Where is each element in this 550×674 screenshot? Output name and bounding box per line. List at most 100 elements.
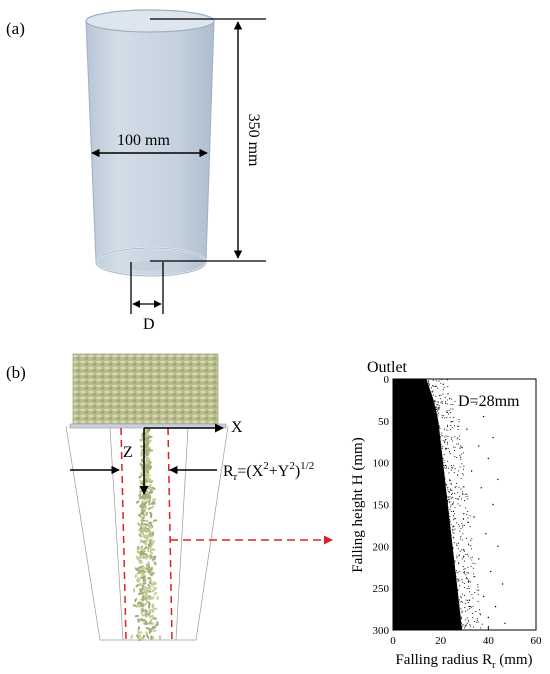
scatter-point: [456, 474, 459, 476]
scatter-point: [437, 404, 439, 406]
particle: [146, 554, 151, 559]
scatter-point: [447, 488, 449, 490]
scatter-point: [458, 421, 460, 423]
particle: [141, 516, 146, 520]
scatter-point: [432, 385, 434, 387]
particle: [147, 498, 151, 502]
scatter-point: [447, 524, 449, 526]
particle: [149, 617, 154, 622]
scatter-point: [446, 508, 448, 510]
particle: [149, 511, 153, 516]
scatter-point: [460, 446, 462, 448]
scatter-point: [459, 627, 461, 629]
x-tick-label: 60: [531, 635, 543, 647]
particle: [148, 581, 153, 585]
scatter-point: [471, 559, 473, 561]
scatter-point: [446, 426, 449, 428]
scatter-point: [443, 464, 445, 466]
scatter-point: [431, 398, 433, 401]
scatter-point: [445, 466, 448, 468]
y-tick-label: 150: [373, 500, 390, 512]
scatter-point: [462, 624, 464, 626]
particle: [147, 499, 151, 504]
scatter-point: [466, 609, 469, 611]
width-label: 100 mm: [117, 132, 170, 149]
plot-annotation: D=28mm: [458, 393, 520, 410]
scatter-point: [458, 620, 460, 622]
scatter-point: [471, 556, 473, 558]
scatter-point: [459, 621, 461, 623]
scatter-point: [454, 400, 456, 402]
scatter-point: [459, 623, 461, 625]
scatter-point: [426, 381, 428, 383]
scatter-point: [461, 473, 464, 475]
scatter-point: [444, 489, 446, 491]
scatter-point: [448, 523, 450, 525]
scatter-point-outlier: [485, 533, 487, 535]
scatter-point: [447, 526, 449, 528]
particle: [139, 637, 144, 641]
particle: [138, 566, 143, 569]
scatter-point: [453, 446, 455, 448]
scatter-point: [450, 547, 452, 549]
granular-packing: [72, 353, 219, 427]
scatter-point: [460, 597, 462, 599]
scatter-point: [464, 493, 466, 495]
scatter-point: [452, 416, 455, 418]
particle: [132, 588, 136, 593]
scatter-point: [442, 465, 444, 467]
particle: [138, 496, 143, 500]
scatter-point: [479, 613, 481, 615]
scatter-point: [456, 599, 458, 601]
scatter-point: [456, 600, 458, 602]
scatter-point: [464, 560, 466, 562]
particle: [142, 597, 145, 602]
scatter-point: [439, 437, 441, 439]
scatter-point: [444, 494, 446, 496]
scatter-point: [465, 537, 467, 539]
scatter-point: [455, 486, 457, 488]
scatter-point: [445, 447, 447, 449]
scatter-point: [459, 438, 461, 440]
scatter-point: [440, 394, 442, 396]
particle: [140, 602, 145, 606]
scatter-point: [474, 591, 476, 594]
particle: [134, 573, 138, 579]
scatter-point: [460, 498, 463, 500]
scatter-point: [431, 396, 433, 398]
scatter-point: [459, 447, 461, 449]
scatter-point: [477, 593, 479, 596]
scatter-point: [462, 625, 464, 627]
particle: [140, 551, 145, 555]
scatter-point: [444, 501, 447, 503]
particle: [138, 533, 142, 538]
scatter-point-outlier: [466, 428, 468, 430]
scatter-point: [449, 537, 451, 539]
scatter-point: [461, 610, 463, 612]
scatter-point: [455, 518, 457, 520]
scatter-point: [439, 440, 441, 442]
scatter-point: [442, 479, 444, 481]
scatter-point: [444, 483, 446, 485]
scatter-point: [432, 409, 435, 411]
scatter-point: [459, 601, 461, 603]
scatter-point: [467, 602, 469, 604]
particle: [151, 582, 154, 587]
scatter-point: [455, 575, 457, 577]
scatter-point: [434, 406, 436, 408]
scatter-point: [477, 584, 479, 586]
scatter-point: [449, 479, 452, 481]
scatter-point: [457, 572, 459, 574]
scatter-point: [462, 556, 464, 558]
scatter-point: [441, 414, 443, 416]
scatter-point-outlier: [478, 558, 480, 560]
scatter-point: [453, 542, 455, 544]
scatter-point: [438, 444, 440, 446]
scatter-point: [462, 526, 464, 528]
scatter-point: [470, 545, 472, 547]
scatter-point: [444, 401, 447, 403]
domain-outline: [65, 425, 229, 641]
scatter-point: [461, 463, 463, 465]
